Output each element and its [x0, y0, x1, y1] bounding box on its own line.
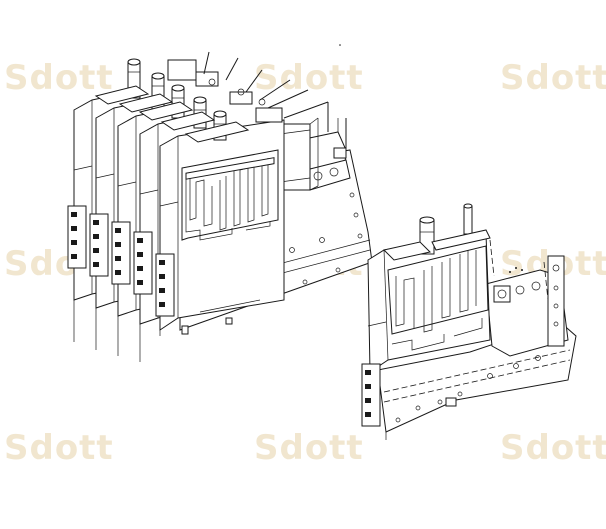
watermark-bottom-right: Sdott — [500, 428, 606, 468]
panel-passages — [189, 158, 269, 231]
watermark-bottom-center: Sdott — [254, 428, 364, 468]
top-block — [167, 59, 197, 81]
module-5-connector — [155, 253, 175, 317]
module-2-connector — [89, 213, 109, 277]
callout-leaders — [203, 51, 347, 150]
module-4-connector — [133, 231, 153, 295]
right-circuit-panel — [387, 245, 489, 335]
watermark-bottom-left: Sdott — [4, 428, 114, 468]
module-3-connector — [111, 221, 131, 285]
right-manifold-assembly — [361, 203, 577, 440]
watermark-top-right: Sdott — [500, 58, 606, 98]
module-1-connector — [67, 205, 87, 269]
right-module-connector — [361, 363, 381, 427]
right-end-plate — [547, 255, 565, 347]
watermark-top-left: Sdott — [4, 58, 114, 98]
left-manifold-assembly — [67, 44, 373, 362]
